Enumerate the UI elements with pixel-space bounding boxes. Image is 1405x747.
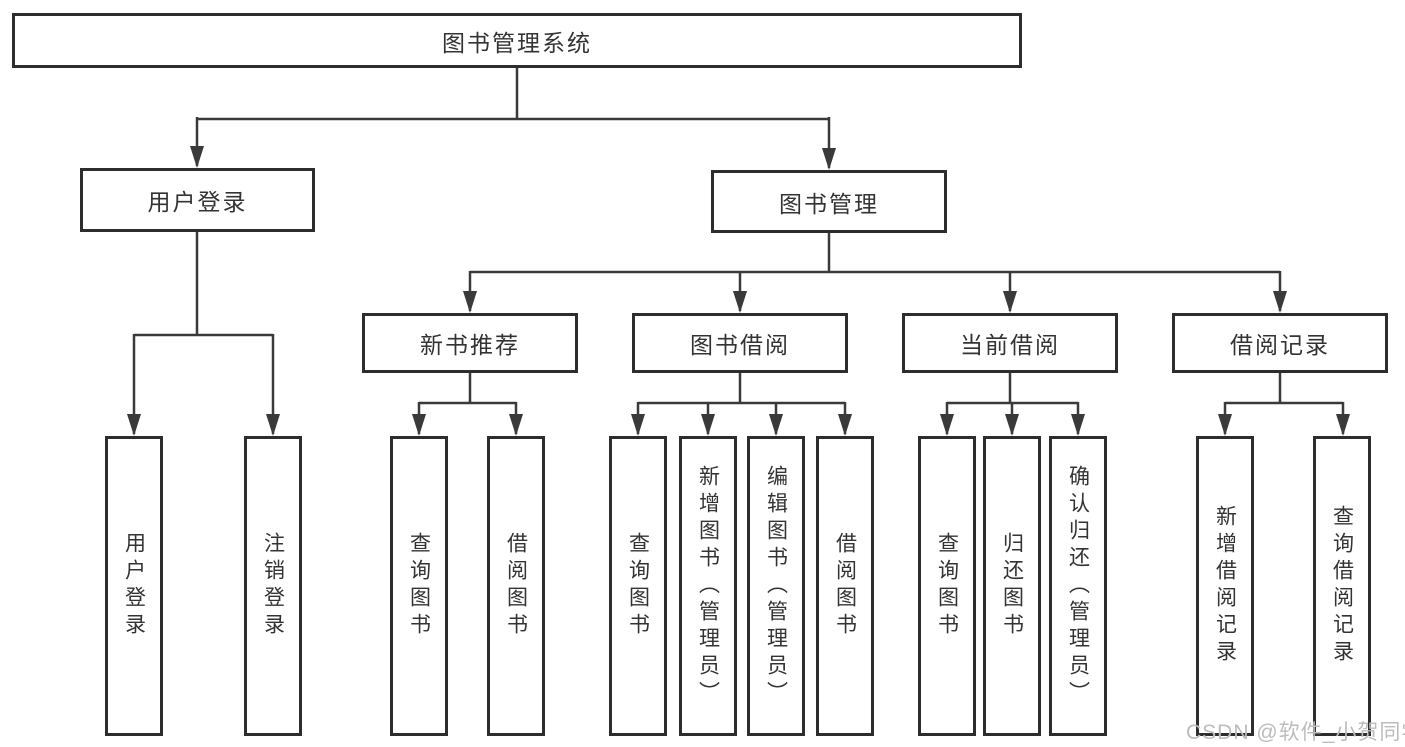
leaf-borrow-book: 借阅图书 [816,436,874,736]
node-book-borrow-label: 图书借阅 [690,332,790,358]
leaf-borrow-book-recommend: 借阅图书 [487,436,545,736]
leaf-confirm-return-admin: 确认归还（管理员） [1049,436,1107,736]
csdn-watermark: CSDN @软件_小贺同学 [1186,721,1405,744]
node-new-book-recommend-label: 新书推荐 [420,332,520,358]
leaf-edit-book-admin: 编辑图书（管理员） [747,436,805,736]
node-current-borrow-label: 当前借阅 [960,332,1060,358]
leaf-add-borrow-record: 新增借阅记录 [1196,436,1254,736]
node-user-login: 用户登录 [80,168,315,232]
node-user-login-label: 用户登录 [147,189,248,215]
node-new-book-recommend: 新书推荐 [362,313,578,373]
leaf-query-book-current: 查询图书 [918,436,976,736]
leaf-add-book-admin: 新增图书（管理员） [679,436,737,736]
node-book-management: 图书管理 [711,170,947,233]
arrow-connectors [127,117,1350,436]
node-root-label: 图书管理系统 [442,29,592,56]
leaf-logout: 注销登录 [244,436,302,736]
node-book-borrow: 图书借阅 [632,313,848,373]
leaf-query-borrow-record: 查询借阅记录 [1313,436,1371,736]
leaf-return-book: 归还图书 [983,436,1041,736]
node-borrow-records: 借阅记录 [1172,313,1388,373]
leaf-query-book-recommend: 查询图书 [390,436,448,736]
leaf-query-book-borrow: 查询图书 [609,436,667,736]
node-borrow-records-label: 借阅记录 [1230,332,1330,358]
branch-bars [134,66,1343,405]
node-root: 图书管理系统 [12,13,1022,68]
leaf-user-login: 用户登录 [105,436,163,736]
node-current-borrow: 当前借阅 [902,313,1118,373]
node-book-management-label: 图书管理 [779,190,879,217]
